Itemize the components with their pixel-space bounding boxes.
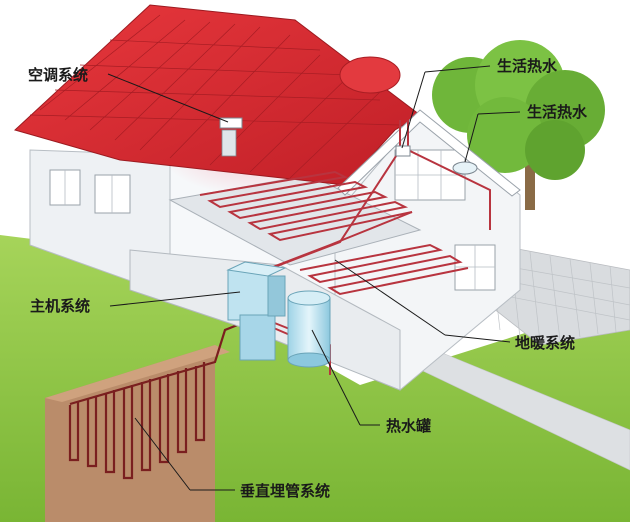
label-hot-water-tank: 热水罐 bbox=[386, 417, 431, 435]
floor-heating-pipes bbox=[199, 170, 469, 296]
leader-lines bbox=[107, 65, 521, 491]
ac-indoor-unit bbox=[219, 117, 243, 129]
vertical-loop-pipes bbox=[68, 362, 206, 480]
faucet-fixture bbox=[452, 161, 478, 175]
label-domestic-hot-water-1: 生活热水 bbox=[497, 57, 558, 75]
hot-water-tank bbox=[287, 290, 331, 368]
heat-pump-host bbox=[226, 261, 287, 361]
roof-right-gable bbox=[337, 109, 521, 197]
window-bars bbox=[64, 150, 495, 290]
satellite-dish bbox=[339, 56, 401, 94]
label-vertical-pipe-system: 垂直埋管系统 bbox=[240, 482, 330, 500]
label-ac-system: 空调系统 bbox=[28, 66, 88, 84]
label-host-system: 主机系统 bbox=[30, 297, 90, 315]
label-floor-heating-system: 地暖系统 bbox=[515, 334, 575, 352]
label-domestic-hot-water-2: 生活热水 bbox=[527, 103, 588, 121]
roof-tiles bbox=[29, 14, 401, 179]
hotwater-outlet-1 bbox=[395, 145, 411, 157]
ac-outlet bbox=[221, 129, 237, 157]
tree bbox=[432, 40, 605, 210]
ground-cutaway-top bbox=[45, 345, 230, 402]
